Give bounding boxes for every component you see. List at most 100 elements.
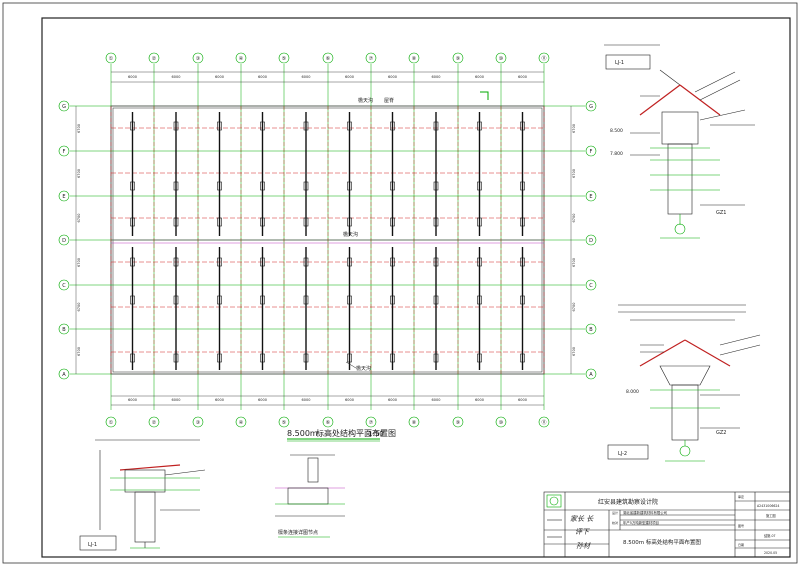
- axis-bubble: [58, 368, 70, 380]
- axis-bubble: [408, 416, 420, 428]
- axis-label-right: C: [589, 283, 593, 289]
- axis-label-top: ②: [152, 56, 157, 62]
- project-name: 年产5万吨新型建材项目: [623, 520, 659, 525]
- detail2-gz: GZ2: [716, 430, 726, 436]
- axis-label-left: G: [62, 104, 66, 110]
- dim-text-top: 6000: [172, 75, 181, 79]
- label-gutter-mid: 檐天沟: [343, 231, 358, 238]
- brace-node: [130, 217, 135, 227]
- field-check: 校对: [612, 520, 618, 525]
- brace-node: [217, 353, 222, 363]
- dim-text-top: 6000: [128, 75, 137, 79]
- axis-label-left: C: [62, 283, 66, 289]
- cert-no: A2431006624: [757, 504, 779, 508]
- detail3-label: LJ-1: [88, 542, 97, 548]
- brace-node: [260, 181, 265, 191]
- brace-node: [217, 121, 222, 131]
- title-block: [543, 491, 791, 558]
- company-logo: [546, 494, 562, 508]
- axis-bubble: [278, 416, 290, 428]
- axis-bubble: [105, 52, 117, 64]
- dim-text-top: 6000: [215, 75, 224, 79]
- detail-lj1-bottom: LJ-1: [79, 439, 206, 551]
- axis-label-right: E: [589, 194, 592, 200]
- brace-node: [477, 181, 482, 191]
- brace-node: [477, 217, 482, 227]
- brace-node: [347, 257, 352, 267]
- dim-text-bottom: 6000: [432, 398, 441, 402]
- brace-node: [390, 257, 395, 267]
- drawing-no: 结施-07: [764, 533, 776, 538]
- brace-node: [520, 181, 525, 191]
- dim-text-left: 6700: [77, 124, 81, 133]
- brace-node: [433, 295, 439, 305]
- axis-label-left: E: [62, 194, 65, 200]
- axis-label-bottom: ①: [109, 420, 114, 426]
- dim-text-top: 6000: [518, 75, 527, 79]
- brace-node: [303, 257, 309, 267]
- axis-label-right: B: [589, 327, 593, 333]
- axis-label-bottom: ⑪: [541, 419, 546, 426]
- brace-node: [433, 353, 439, 363]
- brace-node: [217, 257, 222, 267]
- brace-node: [433, 181, 439, 191]
- plan-title-prefix: 8.500m: [287, 429, 318, 438]
- dim-text-top: 6000: [432, 75, 441, 79]
- axis-label-right: D: [589, 238, 593, 244]
- brace-node: [217, 217, 222, 227]
- axis-label-bottom: ③: [196, 420, 200, 426]
- brace-node: [520, 257, 525, 267]
- field-date-label: 日期: [738, 542, 744, 547]
- dim-text-left: 6700: [77, 169, 81, 178]
- brace-node: [477, 353, 482, 363]
- brace-node: [303, 121, 309, 131]
- dim-text-top: 6000: [302, 75, 311, 79]
- axis-label-left: B: [62, 327, 66, 333]
- field-approve: 审定: [738, 494, 744, 499]
- brace-node: [173, 353, 179, 363]
- brace-node: [477, 121, 482, 131]
- axis-label-top: ⑤: [282, 56, 286, 62]
- label-ridge: 屋脊: [384, 97, 394, 104]
- brace-node: [130, 181, 135, 191]
- brace-node: [390, 353, 395, 363]
- axis-label-right: A: [589, 372, 593, 378]
- axis-bubble: [495, 52, 507, 64]
- brace-node: [477, 257, 482, 267]
- brace-node: [217, 181, 222, 191]
- axis-label-right: F: [590, 149, 593, 155]
- brace-node: [347, 217, 352, 227]
- detail2-label: LJ-2: [618, 451, 627, 457]
- label-gutter-bottom: 檐天沟: [356, 365, 371, 372]
- axis-bubble: [452, 416, 464, 428]
- brace-node: [390, 295, 395, 305]
- dim-text-top: 6000: [258, 75, 267, 79]
- dim-text-left: 6700: [77, 303, 81, 312]
- axis-label-bottom: ⑦: [369, 420, 374, 426]
- brace-node: [433, 217, 439, 227]
- axis-label-bottom: ④: [239, 420, 244, 426]
- dim-text-top: 6000: [475, 75, 484, 79]
- axis-bubble: [538, 416, 550, 428]
- detail2-elev: 8.000: [626, 389, 639, 395]
- brace-node: [520, 217, 525, 227]
- client-name: 湖北省建新建筑材料有限公司: [623, 510, 667, 515]
- brace-node: [433, 257, 439, 267]
- dim-text-left: 6700: [77, 214, 81, 223]
- axis-bubble: [585, 145, 597, 157]
- leader-1: [345, 361, 357, 369]
- brace-node: [433, 121, 439, 131]
- brace-node: [130, 353, 135, 363]
- dim-text-left: 6700: [77, 347, 81, 356]
- dim-text-right: 6700: [572, 347, 576, 356]
- grid-horizontal: [70, 105, 585, 375]
- plan-scale: 1:50: [368, 430, 384, 438]
- brace-node: [347, 181, 352, 191]
- dim-text-bottom: 6000: [475, 398, 484, 402]
